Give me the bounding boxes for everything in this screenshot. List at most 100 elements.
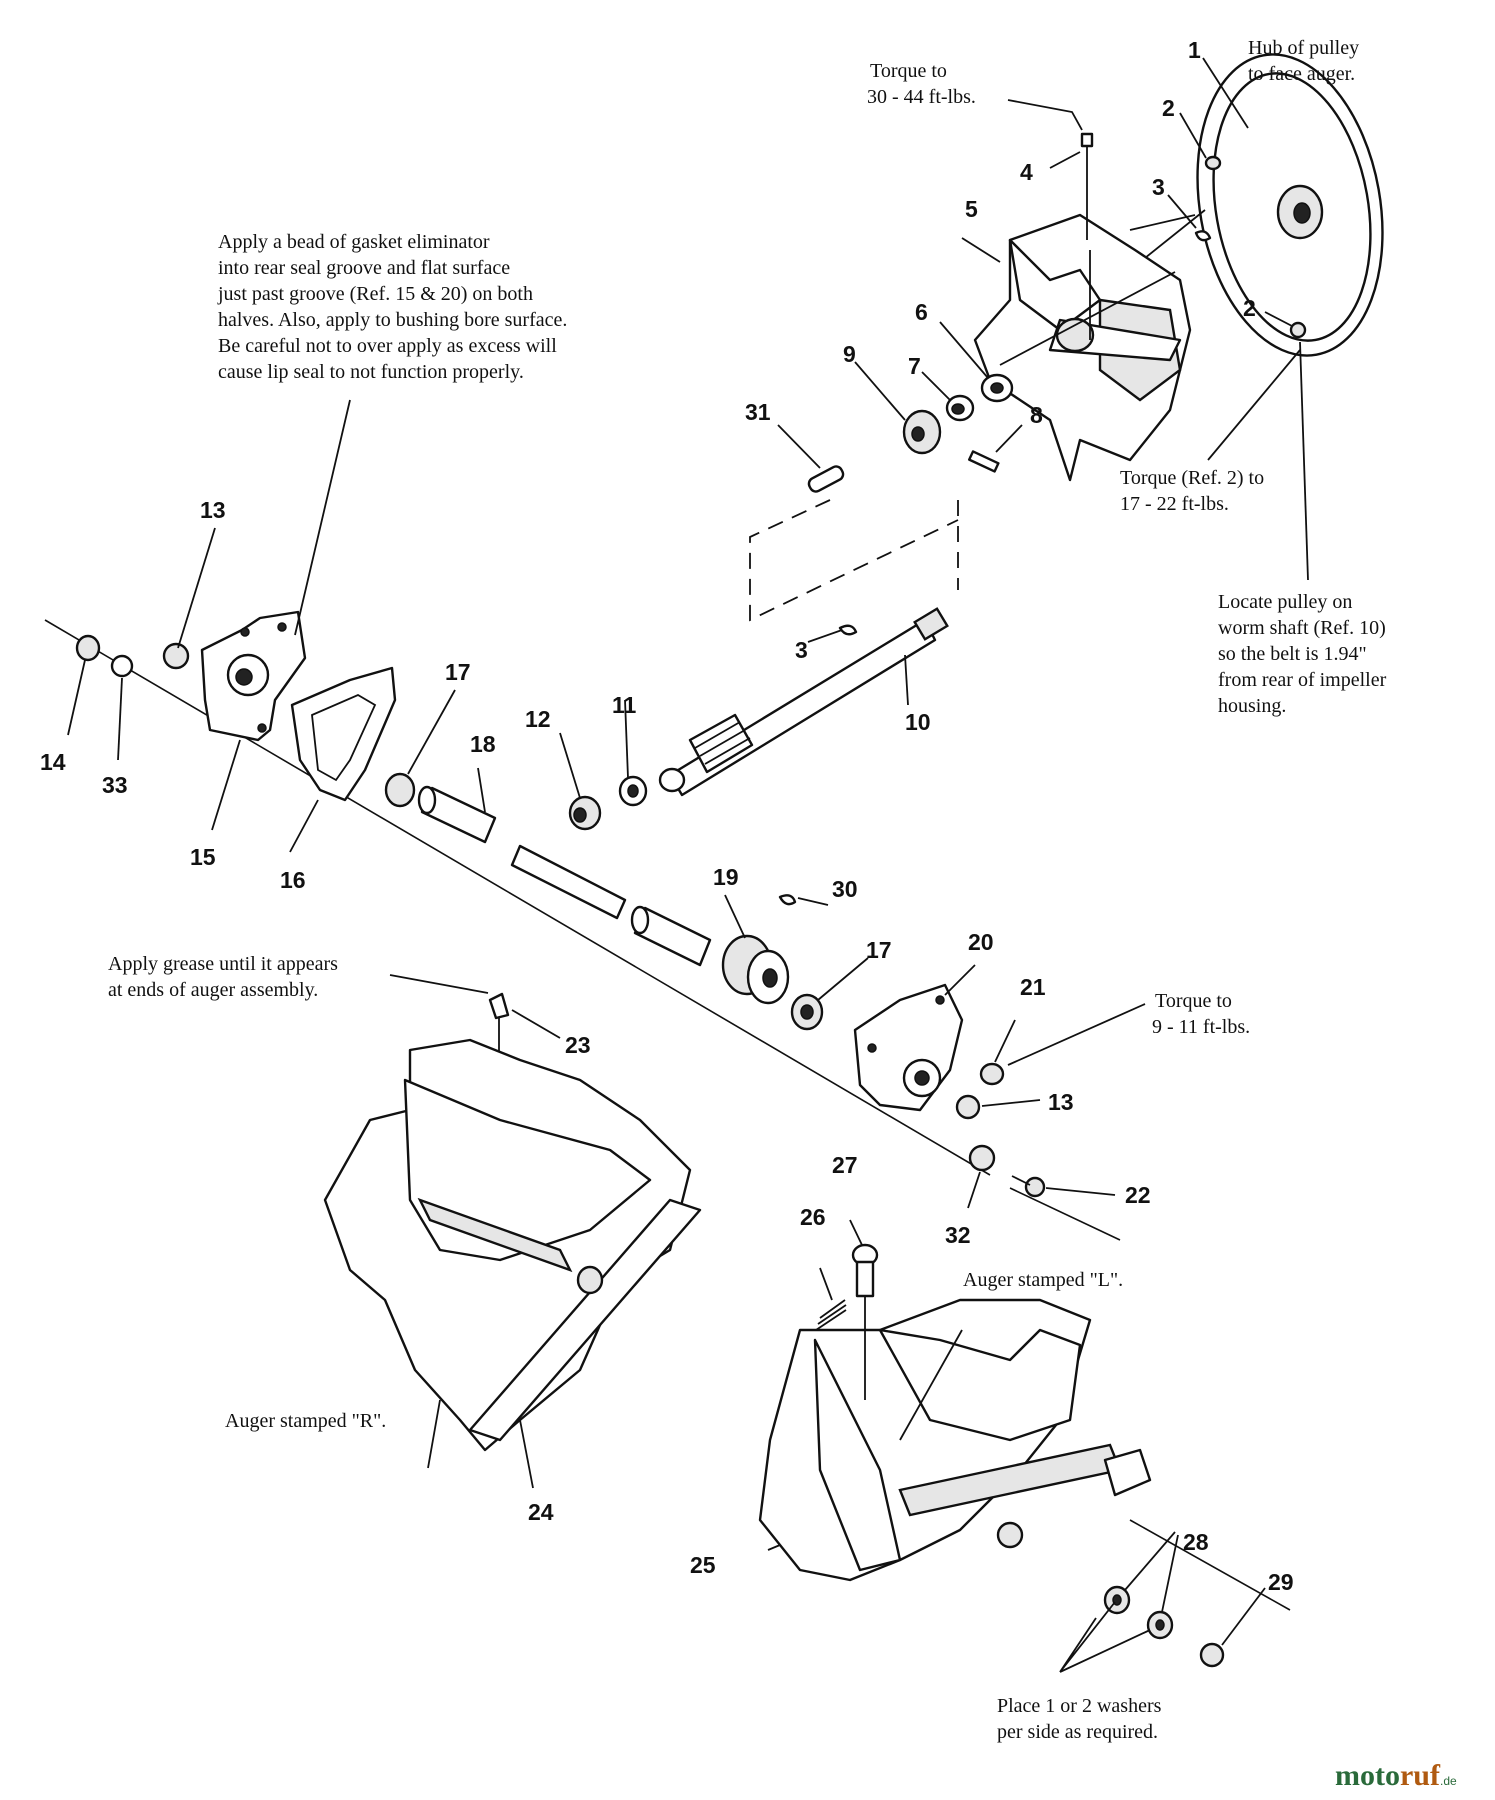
callout-1: 1 (1188, 37, 1201, 63)
bushing-17-left (384, 772, 416, 808)
bushing-12 (568, 795, 602, 831)
callout-23: 23 (565, 1032, 591, 1058)
callout-2-bottom: 2 (1243, 295, 1256, 321)
note-torque-mid: Torque to 9 - 11 ft-lbs. (1152, 990, 1250, 1038)
watermark-logo: motoruf.de (1335, 1759, 1457, 1792)
callout-6: 6 (915, 299, 928, 325)
callout-15: 15 (190, 844, 216, 870)
svg-text:9 - 11 ft-lbs.: 9 - 11 ft-lbs. (1152, 1016, 1250, 1038)
svg-text:worm shaft (Ref. 10): worm shaft (Ref. 10) (1218, 617, 1386, 639)
screw-22 (1011, 1175, 1046, 1198)
key-30 (778, 894, 797, 906)
svg-text:Hub of pulley: Hub of pulley (1248, 37, 1359, 59)
assembly-axis-lower (1009, 1187, 1121, 1241)
washer-33 (110, 654, 134, 678)
callout-3-bottom: 3 (795, 637, 808, 663)
housing-half-15 (200, 610, 307, 742)
svg-text:Torque to: Torque to (870, 60, 947, 82)
callout-13-right: 13 (1048, 1089, 1074, 1115)
callout-17-top: 17 (445, 659, 471, 685)
callout-16: 16 (280, 867, 306, 893)
auger-shaft (510, 844, 627, 920)
callout-14: 14 (40, 749, 66, 775)
note-gasket: Apply a bead of gasket eliminator into r… (217, 231, 567, 383)
bolt-4 (1080, 132, 1094, 240)
washer-11 (618, 775, 648, 807)
bushing-17-right (790, 993, 824, 1031)
callout-12: 12 (525, 706, 551, 732)
worm-shaft-10 (658, 607, 949, 797)
auger-left-25 (758, 1298, 1152, 1582)
housing-half-20 (853, 983, 964, 1112)
pulley-part (1196, 53, 1384, 357)
svg-text:halves. Also, apply to bushing: halves. Also, apply to bushing bore surf… (218, 309, 567, 331)
svg-text:cause lip seal to not function: cause lip seal to not function properly. (218, 361, 524, 383)
callout-18: 18 (470, 731, 496, 757)
bolt-27 (851, 1243, 879, 1400)
key-3-upper (1194, 230, 1212, 242)
callout-24: 24 (528, 1499, 554, 1525)
callout-32: 32 (945, 1222, 971, 1248)
callout-8: 8 (1030, 402, 1043, 428)
auger-right-24 (323, 1038, 702, 1452)
callout-13-left: 13 (200, 497, 226, 523)
svg-text:Torque to: Torque to (1155, 990, 1232, 1012)
spacer-18 (417, 785, 497, 844)
callout-2-top: 2 (1162, 95, 1175, 121)
gasket-16 (290, 666, 397, 802)
callout-numbers: 1 2 3 4 5 6 7 8 9 31 2 3 10 11 12 13 14 … (40, 37, 1294, 1595)
callout-26: 26 (800, 1204, 826, 1230)
pulley-axis-line (1129, 214, 1196, 231)
note-torque-ref2: Torque (Ref. 2) to 17 - 22 ft-lbs. (1120, 467, 1264, 515)
impeller-axis (999, 271, 1176, 366)
note-grease: Apply grease until it appears at ends of… (108, 953, 338, 1001)
callout-5: 5 (965, 196, 978, 222)
callout-22: 22 (1125, 1182, 1151, 1208)
callout-25: 25 (690, 1552, 716, 1578)
spring-26 (815, 1299, 847, 1331)
callout-11: 11 (612, 692, 637, 718)
svg-text:to face auger.: to face auger. (1248, 63, 1355, 85)
leader-lines (67, 57, 1309, 1673)
callout-27: 27 (832, 1152, 858, 1178)
svg-text:just past groove (Ref. 15 & 20: just past groove (Ref. 15 & 20) on both (217, 283, 533, 305)
callout-7: 7 (908, 353, 921, 379)
note-auger-r: Auger stamped "R". (225, 1410, 386, 1432)
callout-31: 31 (745, 399, 771, 425)
note-hub: Hub of pulley to face auger. (1248, 37, 1359, 85)
callout-9: 9 (843, 341, 856, 367)
nut-14 (75, 634, 101, 662)
svg-text:at ends of auger assembly.: at ends of auger assembly. (108, 979, 318, 1001)
svg-text:so the belt is 1.94": so the belt is 1.94" (1218, 643, 1367, 665)
callout-3-top: 3 (1152, 174, 1165, 200)
callout-28: 28 (1183, 1529, 1209, 1555)
nut-29 (1199, 1642, 1225, 1668)
gear-19 (721, 934, 790, 1005)
svg-text:Locate pulley on: Locate pulley on (1218, 591, 1352, 613)
callout-33: 33 (102, 772, 128, 798)
pulley-axis-line-2 (1139, 209, 1206, 263)
impeller-part (973, 213, 1192, 482)
pin-8 (967, 450, 1000, 473)
svg-text:from rear of impeller: from rear of impeller (1218, 669, 1387, 691)
washer-13-right (955, 1094, 981, 1120)
svg-text:Be careful not to over apply a: Be careful not to over apply as excess w… (218, 335, 557, 357)
svg-text:30 - 44 ft-lbs.: 30 - 44 ft-lbs. (867, 86, 976, 108)
assembly-axis (44, 619, 991, 1176)
note-locate-pulley: Locate pulley on worm shaft (Ref. 10) so… (1218, 591, 1387, 717)
callout-10: 10 (905, 709, 931, 735)
pin-31 (807, 465, 845, 493)
note-auger-l: Auger stamped "L". (963, 1269, 1123, 1291)
svg-text:into rear seal groove and flat: into rear seal groove and flat surface (218, 257, 510, 279)
svg-text:housing.: housing. (1218, 695, 1286, 717)
callout-4: 4 (1020, 159, 1033, 185)
collar-9 (902, 409, 942, 455)
note-torque-top: Torque to 30 - 44 ft-lbs. (867, 60, 976, 108)
svg-text:per side as required.: per side as required. (997, 1721, 1158, 1743)
key-3-lower (838, 624, 858, 636)
bushing-6 (980, 373, 1014, 403)
svg-text:Apply grease until it appears: Apply grease until it appears (108, 953, 338, 975)
spacer-gear (630, 905, 712, 967)
callout-21: 21 (1020, 974, 1046, 1000)
